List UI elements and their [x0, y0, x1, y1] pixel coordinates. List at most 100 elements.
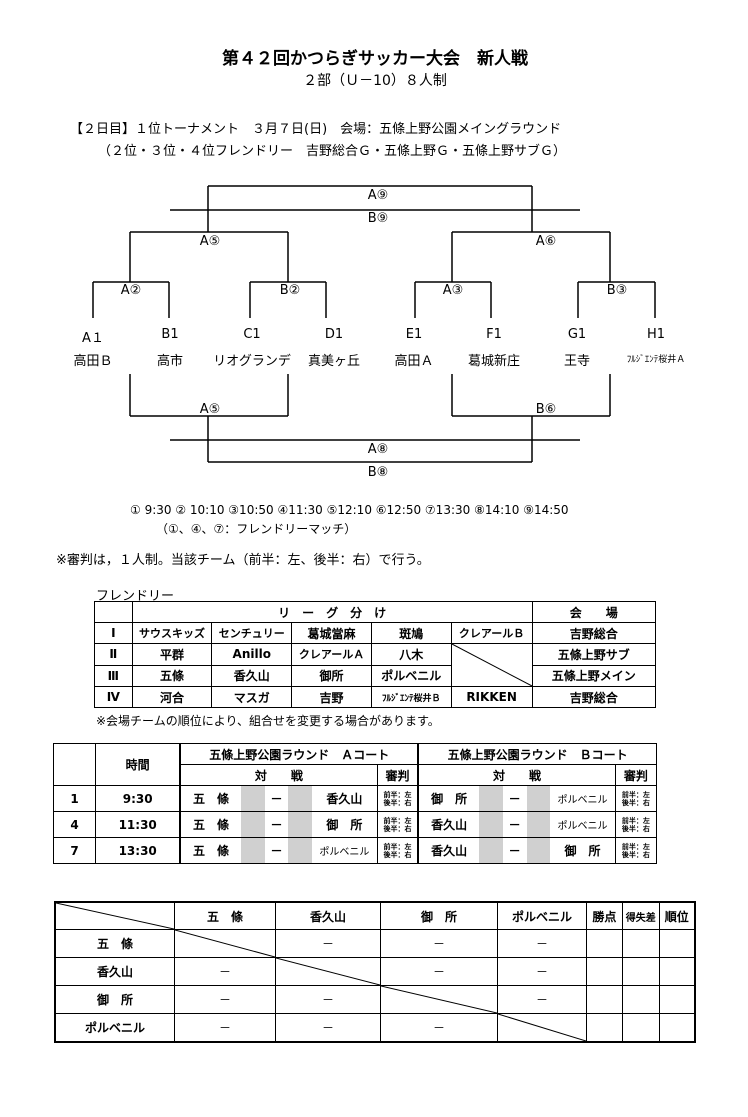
match-b-home: 香久山	[417, 837, 479, 864]
ref-note-second: 後半：右	[621, 824, 650, 833]
match-no: 7	[52, 837, 97, 864]
referee-cell: 前半：左後半：右	[376, 811, 419, 838]
match-time: 9:30	[95, 785, 181, 812]
match-table: 時間 五條上野公園ラウンド Ａコート 五條上野公園ラウンド Ｂコート 対 戦 審…	[52, 743, 658, 864]
match-b-home: 御 所	[417, 785, 479, 812]
bracket-label-b8: B⑧	[367, 465, 389, 480]
friendly-row: Ⅳ 河合 マスガ 吉野 ﾌﾙｼﾞｴﾝﾃ桜井Ｂ RIKKEN 吉野総合	[94, 686, 657, 708]
ref-note-first: 前半：左	[383, 816, 412, 825]
match-no: 4	[52, 811, 97, 838]
league-row-team: 御 所	[54, 985, 175, 1014]
seed-label: F1	[486, 327, 502, 342]
bracket-label-a5-bottom: A⑤	[199, 402, 221, 417]
friendly-row: Ⅲ 五條 香久山 御所 ポルベニル 五條上野メイン	[94, 664, 657, 687]
bracket-label-b9: B⑨	[367, 211, 389, 226]
match-dash: －	[502, 785, 527, 812]
bracket-label-b6-bottom: B⑥	[535, 402, 557, 417]
schedule-note: （①、④、⑦：フレンドリーマッチ）	[156, 522, 357, 536]
league-team: 五條	[131, 664, 213, 687]
friendly-label: フレンドリー	[96, 589, 175, 604]
ref-note-first: 前半：左	[621, 816, 650, 825]
league-result-cell: －	[380, 1013, 498, 1043]
league-team: 平群	[131, 643, 213, 666]
bracket-label-a3: A③	[442, 283, 464, 298]
league-row-team: 五 條	[54, 929, 175, 958]
team-label: 葛城新庄	[467, 354, 521, 369]
score-box	[240, 837, 265, 864]
league-result-cell: －	[275, 929, 381, 958]
team-label: 真美ヶ丘	[307, 354, 361, 369]
seed-label: E1	[405, 327, 423, 342]
team-label: リオグランデ	[213, 354, 291, 369]
match-header-no	[52, 743, 97, 786]
score-box	[288, 785, 313, 812]
friendly-note: ※会場チームの順位により、組合せを変更する場合があります。	[96, 714, 440, 728]
referee-cell: 前半：左後半：右	[376, 785, 419, 812]
ref-note-first: 前半：左	[621, 790, 650, 799]
league-points-cell	[586, 985, 623, 1014]
league-header-team: 香久山	[275, 901, 381, 930]
league-self-cell	[275, 957, 381, 986]
league-header-diff: 得失差	[621, 901, 660, 930]
court-b-header: 五條上野公園ラウンド Ｂコート	[417, 743, 658, 765]
league-team: センチュリー	[211, 622, 293, 644]
team-label: 高田Ｂ	[73, 354, 113, 369]
match-row: 4 11:30 五 條 － 御 所 前半：左後半：右 香久山 － ポルベニル 前…	[52, 811, 658, 838]
league-row: 香久山 － － －	[54, 957, 696, 986]
league-team: 御所	[291, 664, 372, 687]
info-line-1: 【２日目】１位トーナメント ３月７日(日) 会場：五條上野公園メイングラウンド	[70, 122, 562, 137]
court-b-taisen: 対 戦	[417, 764, 616, 786]
match-b-away: 御 所	[550, 837, 616, 864]
league-result-cell: －	[497, 929, 587, 958]
league-no: Ⅱ	[94, 643, 133, 666]
league-team: 吉野	[291, 686, 372, 708]
league-self-cell	[380, 985, 498, 1014]
league-team: Anillo	[211, 643, 293, 666]
ref-note-first: 前半：左	[621, 842, 650, 851]
league-header-team: ポルベニル	[497, 901, 587, 930]
referee-cell: 前半：左後半：右	[376, 837, 419, 864]
match-row: 1 9:30 五 條 － 香久山 前半：左後半：右 御 所 － ポルベニル 前半…	[52, 785, 658, 812]
ref-note-second: 後半：右	[621, 850, 650, 859]
score-box	[478, 785, 503, 812]
bracket-label-a9: A⑨	[367, 188, 389, 203]
match-b-home: 香久山	[417, 811, 479, 838]
league-points-cell	[586, 1013, 623, 1043]
match-a-home: 五 條	[179, 837, 241, 864]
score-box	[478, 837, 503, 864]
league-team: 八木	[370, 643, 452, 666]
ref-note-first: 前半：左	[383, 790, 412, 799]
league-header-team: 御 所	[380, 901, 498, 930]
league-self-cell	[497, 1013, 587, 1043]
score-box	[526, 785, 551, 812]
league-rank-cell	[658, 957, 696, 986]
match-a-home: 五 條	[179, 811, 241, 838]
league-team: ポルベニル	[370, 664, 452, 687]
match-time: 11:30	[95, 811, 181, 838]
match-time: 13:30	[95, 837, 181, 864]
match-a-home: 五 條	[179, 785, 241, 812]
league-result-cell: －	[275, 985, 381, 1014]
score-box	[526, 811, 551, 838]
league-result-cell: －	[497, 957, 587, 986]
score-box	[240, 811, 265, 838]
league-diff-cell	[621, 957, 660, 986]
referee-note: ※審判は，１人制。当該チーム（前半：左、後半：右）で行う。	[56, 553, 430, 568]
league-result-cell: －	[380, 929, 498, 958]
league-result-cell: －	[174, 985, 276, 1014]
league-venue: 吉野総合	[531, 622, 657, 644]
bracket-label-b3: B③	[606, 283, 628, 298]
ref-note-first: 前半：左	[383, 842, 412, 851]
referee-cell: 前半：左後半：右	[614, 785, 658, 812]
league-points-cell	[586, 957, 623, 986]
league-team: クレアールＢ	[450, 622, 533, 644]
league-row: 五 條 － － －	[54, 929, 696, 958]
referee-cell: 前半：左後半：右	[614, 837, 658, 864]
team-label: 高田Ａ	[394, 354, 434, 369]
match-dash: －	[502, 837, 527, 864]
team-label: 王寺	[563, 354, 591, 369]
bracket-label-a8: A⑧	[367, 442, 389, 457]
seed-label: B1	[161, 327, 179, 342]
match-b-away: ポルベニル	[550, 811, 616, 838]
